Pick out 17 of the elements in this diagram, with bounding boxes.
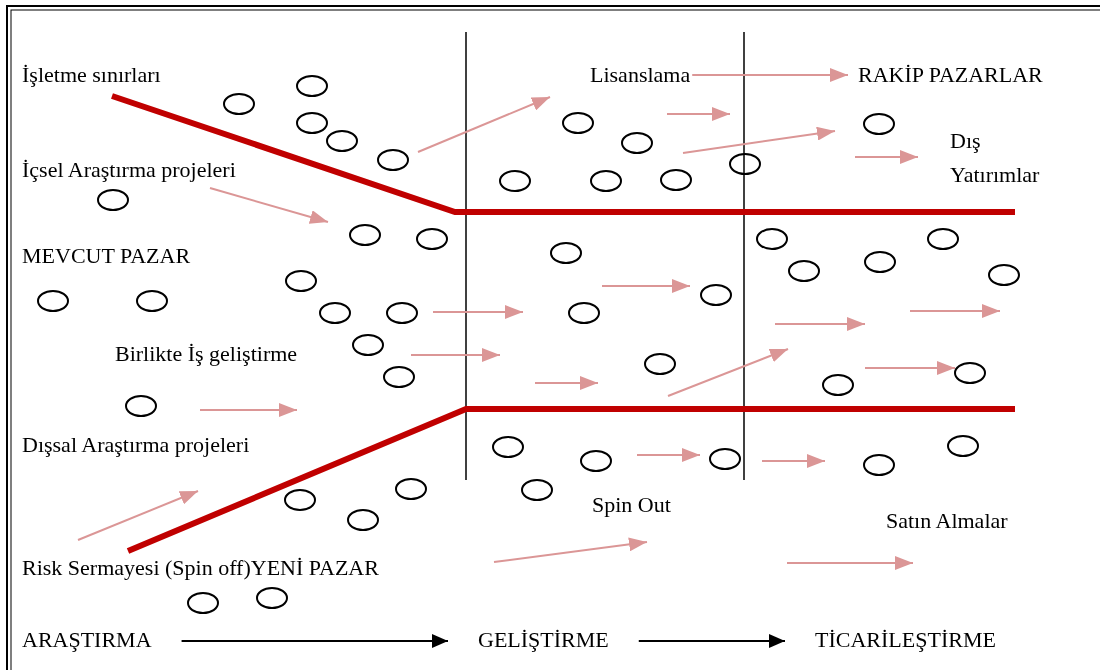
stage-label: TİCARİLEŞTİRME [815,627,996,653]
text-label: MEVCUT PAZAR [22,243,191,269]
text-label: Dış Yatırımlar [950,127,1041,189]
text-label: Birlikte İş geliştirme [115,341,298,367]
arrow [180,634,449,648]
arrow [691,68,849,82]
text-label: İçsel Araştırma projeleri [22,157,236,183]
arrow [637,634,786,648]
text-label: İşletme sınırları [22,62,161,88]
text-label: Risk Sermayesi (Spin off)YENİ PAZAR [22,555,379,581]
text-label: Satın Almalar [886,508,1008,534]
text-label: Spin Out [592,492,671,518]
text-label: Dışsal Araştırma projeleri [22,432,250,458]
market-label: RAKİP PAZARLAR [858,62,1043,88]
stage-label: ARAŞTIRMA [22,627,152,653]
stage-label: GELİŞTİRME [478,627,609,653]
process-label: Lisanslama [590,62,691,88]
